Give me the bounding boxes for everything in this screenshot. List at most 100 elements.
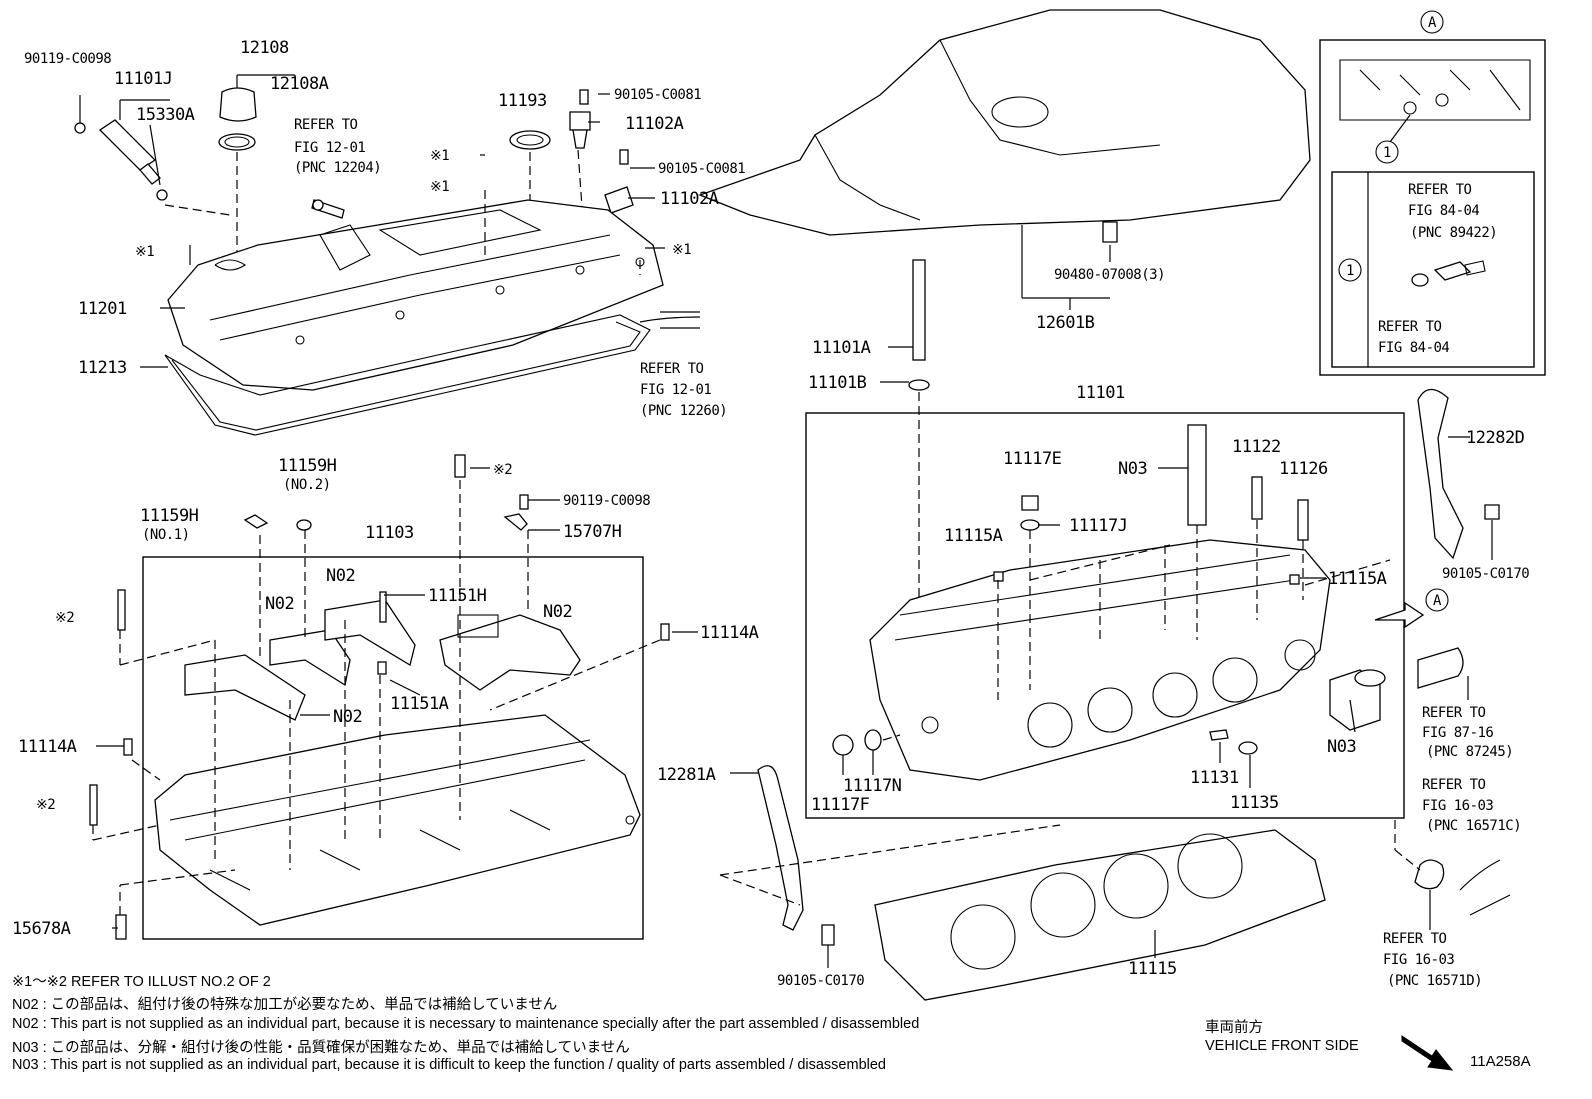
label-n02-c: N02 [543, 602, 572, 622]
ref-84-04-line1: REFER TO [1378, 319, 1442, 335]
ref-87245-line2: FIG 87-16 [1422, 725, 1493, 741]
label-11151a: 11151A [390, 694, 449, 714]
label-11102a-a: 11102A [625, 114, 684, 134]
mark-2-a: ※2 [493, 462, 512, 478]
oil-filler-cap [218, 74, 296, 265]
ref-89422-line1: REFER TO [1408, 182, 1472, 198]
engine-cover [698, 9, 1311, 236]
label-15707h: 15707H [563, 522, 622, 542]
label-11103: 11103 [365, 523, 414, 543]
label-90119-c0098: 90119-C0098 [24, 51, 111, 67]
ref-89422-line3: (PNC 89422) [1410, 225, 1497, 241]
cylinder-head [869, 539, 1331, 781]
ref-12260-line3: (PNC 12260) [640, 403, 727, 419]
cover-bolts-and-leaders [880, 221, 1118, 640]
label-90105-c0081-b: 90105-C0081 [658, 161, 745, 177]
note-n02-en: N02 : This part is not supplied as an in… [12, 1016, 920, 1032]
ref-12204-line3: (PNC 12204) [294, 160, 381, 176]
valve-cover [167, 199, 664, 391]
chain-guide-12281a [719, 765, 1061, 968]
inset-frame [1319, 39, 1546, 376]
label-11213: 11213 [78, 358, 127, 378]
mark-1-d: ※1 [672, 242, 691, 258]
label-90105-c0170-a: 90105-C0170 [777, 973, 864, 989]
label-11115: 11115 [1128, 959, 1177, 979]
label-11101a: 11101A [812, 338, 871, 358]
label-11126: 11126 [1279, 459, 1328, 479]
ref-84-04-line2: FIG 84-04 [1378, 340, 1449, 356]
head-gasket [874, 829, 1326, 1001]
ref-16571d-line2: FIG 16-03 [1383, 952, 1454, 968]
circle-1-label: 1 [1383, 145, 1391, 161]
label-11117n: 11117N [843, 776, 902, 796]
label-11159h-no2: 11159H [278, 456, 337, 476]
note-n02-jp: N02 : この部品は、組付け後の特殊な加工が必要なため、単品では補給していませ… [12, 997, 558, 1013]
figure-id: 11A258A [1470, 1053, 1531, 1070]
label-11135: 11135 [1230, 793, 1279, 813]
pcv-valve [311, 199, 345, 219]
label-11114a-a: 11114A [700, 623, 759, 643]
ref-16571c-line1: REFER TO [1422, 777, 1486, 793]
label-n03-b: N03 [1327, 737, 1356, 757]
label-11159h-no1: 11159H [140, 506, 199, 526]
ref-16571c-line3: (PNC 16571C) [1426, 818, 1521, 834]
label-15330a: 15330A [136, 105, 195, 125]
ref-16571d-line1: REFER TO [1383, 931, 1447, 947]
ref-12204-line1: REFER TO [294, 117, 358, 133]
label-12282d: 12282D [1466, 428, 1525, 448]
note-front-jp: 車両前方 [1205, 1020, 1263, 1036]
leader-lines-cylinder-head [842, 467, 1425, 788]
note-front-en: VEHICLE FRONT SIDE [1205, 1038, 1359, 1054]
label-11131: 11131 [1190, 768, 1239, 788]
inset-detail [1331, 59, 1535, 368]
cam-caps [184, 599, 581, 721]
label-11117j: 11117J [1069, 516, 1127, 536]
label-12601b: 12601B [1036, 313, 1095, 333]
label-n02-d: N02 [333, 707, 362, 727]
circle-a-marker [1420, 10, 1444, 34]
label-90105-c0081-a: 90105-C0081 [614, 87, 701, 103]
ref-16571c-line2: FIG 16-03 [1422, 798, 1493, 814]
ref-16571d-line3: (PNC 16571D) [1387, 973, 1482, 989]
label-12108: 12108 [240, 38, 289, 58]
label-90105-c0170-b: 90105-C0170 [1442, 566, 1529, 582]
vehicle-front-arrow-icon [1401, 1035, 1454, 1071]
label-12108a: 12108A [270, 74, 329, 94]
cam-sensors [569, 89, 634, 251]
label-11193: 11193 [498, 91, 547, 111]
label-11115a-b: 11115A [1328, 569, 1387, 589]
mark-1-c: ※1 [135, 244, 154, 260]
label-11101: 11101 [1076, 383, 1125, 403]
oil-control-valve [74, 95, 170, 201]
mark-1-b: ※1 [430, 179, 449, 195]
cam-housing [154, 714, 641, 926]
label-n02-b: N02 [326, 566, 355, 586]
ref-12204-line2: FIG 12-01 [294, 140, 365, 156]
label-12281a: 12281A [657, 765, 716, 785]
label-11201: 11201 [78, 299, 127, 319]
circle-1-table-label: 1 [1346, 263, 1354, 279]
chain-guide-12282d [1417, 388, 1500, 560]
note-n03-jp: N03 : この部品は、分解・組付け後の性能・品質確保が困難なため、単品では補給… [12, 1040, 630, 1056]
front-direction-arrow [1374, 601, 1425, 629]
circle-a-label: A [1428, 15, 1437, 31]
ref-12260-line2: FIG 12-01 [640, 382, 711, 398]
label-11117f: 11117F [811, 795, 870, 815]
cam-housing-group-frame [142, 556, 644, 940]
ref-87245-line3: (PNC 87245) [1426, 744, 1513, 760]
label-n02-a: N02 [265, 594, 294, 614]
note-n03-en: N03 : This part is not supplied as an in… [12, 1057, 886, 1073]
mark-2-c: ※2 [36, 797, 55, 813]
label-n03-a: N03 [1118, 459, 1147, 479]
label-90480-07008: 90480-07008(3) [1054, 267, 1165, 283]
mark-2-b: ※2 [55, 610, 74, 626]
small-parts-mid-left [89, 454, 670, 940]
ref-12260-line1: REFER TO [640, 361, 704, 377]
circle-a-marker-side [1425, 588, 1449, 612]
label-11101b: 11101B [808, 373, 867, 393]
note-refer-illust: ※1～※2 REFER TO ILLUST NO.2 OF 2 [12, 974, 271, 990]
label-90119-c0098-b: 90119-C0098 [563, 493, 650, 509]
label-11159h-no1-sub: (NO.1) [142, 527, 190, 543]
label-11151h: 11151H [428, 586, 487, 606]
